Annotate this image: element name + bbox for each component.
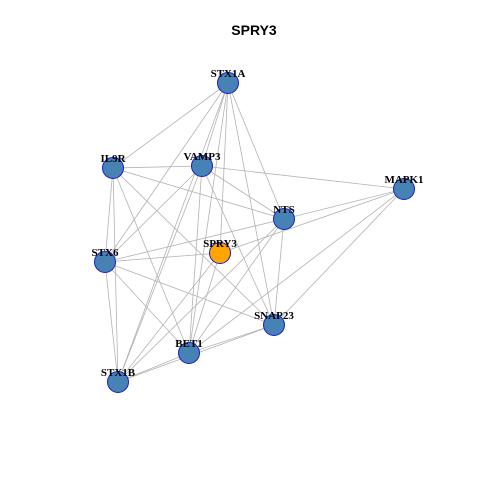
- node-vamp3[interactable]: [191, 155, 213, 177]
- edge-il9r-nts: [112, 167, 285, 220]
- edge-stx1a-vamp3: [201, 82, 229, 167]
- node-il9r[interactable]: [102, 157, 124, 179]
- edge-mapk1-snap23: [273, 188, 405, 326]
- node-label-il9r: IL9R: [100, 153, 126, 165]
- node-nts[interactable]: [273, 208, 295, 230]
- edge-nts-bet1: [188, 218, 285, 354]
- edge-vamp3-snap23: [201, 165, 275, 326]
- node-snap23[interactable]: [263, 314, 285, 336]
- edge-nts-stx1b: [117, 218, 285, 383]
- edge-stx6-stx1b: [104, 261, 119, 383]
- edge-stx1a-bet1: [188, 82, 229, 354]
- node-bet1[interactable]: [178, 342, 200, 364]
- edge-vamp3-bet1: [188, 165, 203, 354]
- edge-stx6-snap23: [104, 261, 275, 326]
- edge-stx1a-spry3: [219, 82, 229, 254]
- edge-stx1a-stx1b: [117, 82, 229, 383]
- node-stx1a[interactable]: [217, 72, 239, 94]
- node-spry3[interactable]: [209, 242, 231, 264]
- edge-mapk1-spry3: [219, 188, 405, 254]
- edge-vamp3-stx1b: [117, 165, 203, 383]
- edge-stx1a-stx6: [104, 82, 229, 263]
- node-label-stx1b: STX1B: [101, 367, 136, 379]
- edge-vamp3-nts: [201, 165, 285, 220]
- edge-il9r-bet1: [112, 167, 190, 354]
- edge-spry3-bet1: [188, 252, 221, 354]
- edge-spry3-stx1b: [117, 252, 221, 383]
- node-stx1b[interactable]: [107, 371, 129, 393]
- diagram-title: SPRY3: [231, 22, 277, 38]
- edge-il9r-stx1b: [112, 167, 119, 383]
- edge-il9r-stx6: [104, 167, 114, 263]
- edge-mapk1-bet1: [188, 188, 405, 354]
- edge-vamp3-mapk1: [201, 165, 405, 190]
- edge-il9r-vamp3: [112, 165, 203, 169]
- edge-mapk1-nts: [283, 188, 405, 220]
- node-label-snap23: SNAP23: [254, 310, 294, 322]
- edge-stx1a-il9r: [112, 82, 229, 169]
- edge-stx1a-nts: [227, 82, 285, 220]
- edge-snap23-bet1: [188, 324, 275, 354]
- node-label-mapk1: MAPK1: [384, 174, 423, 186]
- node-label-nts: NTS: [273, 204, 294, 216]
- edge-bet1-stx1b: [117, 352, 190, 383]
- edge-nts-snap23: [273, 218, 285, 326]
- node-mapk1[interactable]: [393, 178, 415, 200]
- node-label-bet1: BET1: [175, 338, 203, 350]
- edge-il9r-snap23: [112, 167, 275, 326]
- nodes-layer: [94, 72, 415, 393]
- node-label-spry3: SPRY3: [203, 238, 237, 250]
- node-label-stx6: STX6: [92, 247, 119, 259]
- edge-stx6-bet1: [104, 261, 190, 354]
- edge-stx1a-snap23: [227, 82, 275, 326]
- edge-vamp3-stx6: [104, 165, 203, 263]
- edge-spry3-stx6: [104, 252, 221, 263]
- node-label-vamp3: VAMP3: [183, 151, 221, 163]
- node-label-stx1a: STX1A: [211, 68, 246, 80]
- edges-layer: [104, 82, 405, 383]
- node-stx6[interactable]: [94, 251, 116, 273]
- edge-nts-stx6: [104, 218, 285, 263]
